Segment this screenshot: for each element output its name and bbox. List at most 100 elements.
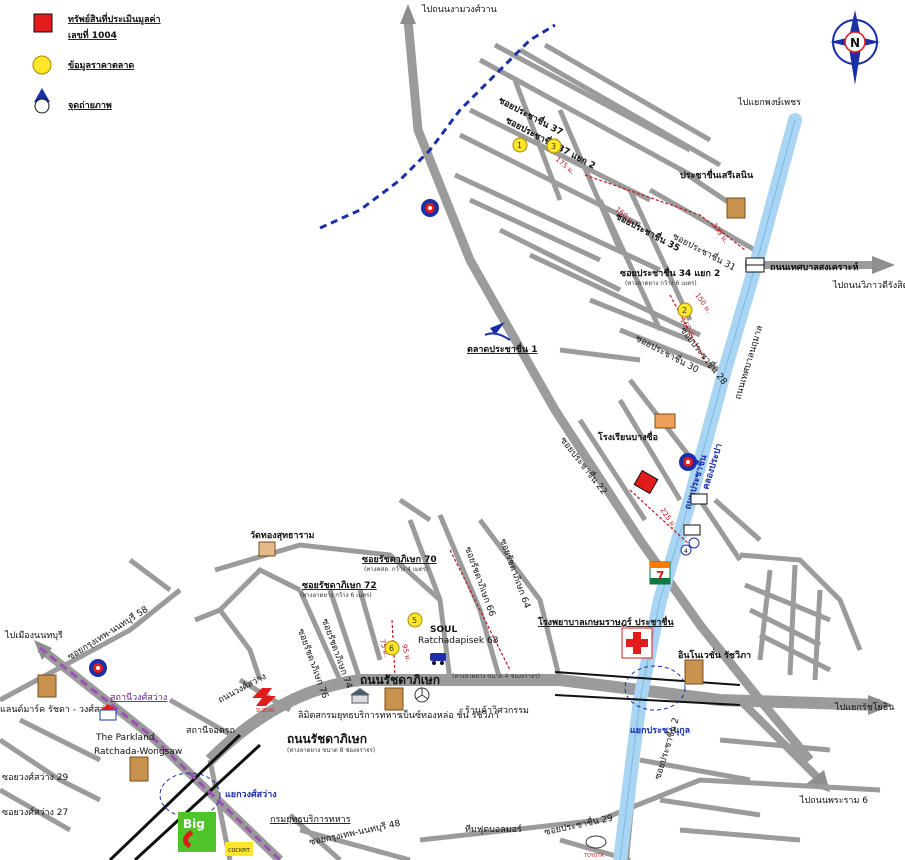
mercedes-icon <box>414 687 430 703</box>
distance-8: 95 ม. <box>400 643 412 662</box>
label-to-nonthaburi: ไปเมืองนนทบุรี <box>4 630 63 641</box>
label-soi-ratchada-70-sub: (ทางคสล. กว้าง 4 เมตร) <box>364 566 428 573</box>
dashed-boundary <box>319 23 556 230</box>
toyota-logo: TOYOTA <box>583 835 607 859</box>
label-wongsawang-soi: ซอยกรุงเทพ-นนทบุรี 58 <box>66 604 151 663</box>
arrow-to-sutthisan <box>868 695 893 715</box>
svg-text:6: 6 <box>389 644 394 653</box>
market-points[interactable]: 1 3 2 5 6 <box>384 137 693 656</box>
label-soul-2: Ratchadapisek 68 <box>418 636 499 646</box>
svg-text:Big: Big <box>183 817 205 831</box>
ratchadaphisek-highway-lower <box>554 694 741 706</box>
car-icon <box>430 653 446 665</box>
label-soi-ratchada-72: ซอยรัชดาภิเษก 72 <box>302 580 377 591</box>
intersection-wongsawang <box>159 772 221 818</box>
photo-point-icon: 4 <box>680 537 700 556</box>
train-station-icon <box>99 704 117 721</box>
legend-property-swatch <box>33 13 53 33</box>
market-point-2: 2 <box>677 302 693 318</box>
label-parkland-2: Ratchada-Wongsaw <box>94 747 182 757</box>
label-ratchada-road-sub: (ทางลาดยาง ขนาด 4 ช่องจราจร) <box>452 673 540 680</box>
arrow-to-ngamwongwan <box>400 4 416 24</box>
svg-text:5: 5 <box>412 616 417 625</box>
label-soccer: ทีมฟุตบอลมอร์ <box>465 823 522 835</box>
label-soi-22: ซอยประชาชื่น 22 <box>558 434 611 497</box>
label-army-dept: กรมยุทธบริการทหาร <box>270 814 351 825</box>
label-market-1: ตลาดประชาชื่น 1 <box>467 342 537 355</box>
rail-purple-line <box>39 646 282 860</box>
label-soi-ratchada-72-sub: (ทางลาดยาง กว้าง 6 เมตร) <box>300 592 372 599</box>
label-wongsawang-station: สถานีวงศ์สว่าง <box>110 691 167 703</box>
legend-market-swatch <box>32 55 52 75</box>
seven-eleven-icon: 7 <box>649 561 671 585</box>
label-hospital: โรงพยาบาลเกษมราษฎร์ ประชาชื่น <box>537 615 674 628</box>
compass-north-icon: N <box>830 10 880 85</box>
label-thesaban-songkhro: ถนนเทศบาลสงเคราะห์ <box>770 261 858 273</box>
label-wat: วัดทองสุทธาราม <box>250 530 314 541</box>
camera-point-icon <box>34 88 50 114</box>
label-soul-1: SOUL <box>430 625 457 635</box>
label-to-ngamwongwan: ไปถนนงามวงศ์วาน <box>421 3 497 15</box>
ratchadaphisek-highway-upper <box>554 671 741 686</box>
property-marker[interactable] <box>633 469 659 495</box>
market-point-6: 6 <box>384 640 400 656</box>
legend-property-label-1: ทรัพย์สินที่ประเมินมูลค่า <box>68 12 161 25</box>
legend-photo-label: จุดถ่ายภาพ <box>68 100 112 111</box>
label-soi-ratchada-64: ซอยรัชดาภิเษก 64 <box>497 537 533 610</box>
distance-5: 150 ม. <box>693 292 712 315</box>
svg-text:2: 2 <box>682 306 687 315</box>
label-wongsawang-soi-27: ซอยวงศ์สว่าง 27 <box>2 806 68 818</box>
label-military-office: ลิมิตสกรมยุทธบริการทหาร <box>298 710 402 721</box>
label-bang-sue-school: โรงเรียนบางซื่อ <box>597 430 658 443</box>
svg-text:4: 4 <box>684 548 688 555</box>
label-school: ประชาชื่นเสรีเลนิน <box>680 168 754 181</box>
label-condo: แลนด์มาร์ค รัชดา - วงศ์สว่าง <box>0 703 114 715</box>
distance-lines <box>391 174 746 676</box>
hospital-cross-icon <box>621 627 653 659</box>
label-ratchada-road-2: ถนนรัชดาภิเษก <box>287 732 367 746</box>
label-wongsawang-soi-29: ซอยวงศ์สว่าง 29 <box>2 771 69 783</box>
bridge-marker <box>683 257 765 536</box>
label-to-vibhavadi: ไปถนนวิภาวดีรังสิต <box>832 280 905 291</box>
legend-property-label-2: เลขที่ 1004 <box>68 28 117 41</box>
market-icon <box>484 322 511 341</box>
market-point-3: 3 <box>546 138 562 154</box>
big-c-logo: Big <box>178 812 216 852</box>
cockpit-logo: COCKPIT <box>225 842 253 856</box>
fuel-station-icon <box>89 199 697 677</box>
svg-text:1: 1 <box>517 141 522 150</box>
label-7eleven: อินโนเวชั่น รัชวิภา <box>677 648 751 661</box>
label-ratchaphruek: ร้านค้าวิศวกรรม <box>465 705 529 716</box>
label-soi-ratchada-70: ซอยรัชดาภิเษก 70 <box>362 554 437 565</box>
label-to-rama6: ไปถนนพระราม 6 <box>799 795 868 806</box>
road-network <box>0 4 895 860</box>
svg-text:SUZUKI: SUZUKI <box>256 708 275 714</box>
legend: ทรัพย์สินที่ประเมินมูลค่า เลขที่ 1004 ข้… <box>32 12 161 114</box>
expressway-left-1 <box>108 733 242 860</box>
label-prachanukul-intersection: แยกประชานุกูล <box>630 725 690 736</box>
label-ratchada-road: ถนนรัชดาภิเษก <box>360 673 440 687</box>
building-icon <box>37 197 746 782</box>
expressway-left-2 <box>133 743 262 860</box>
svg-text:COCKPIT: COCKPIT <box>228 848 251 854</box>
arrow-to-vibhavadi <box>872 256 895 274</box>
label-mercedes: เบ็นซ์ทองหล่อ ชั้น รัชวิภา <box>400 708 499 721</box>
label-soi-34-2: ซอยประชาชื่น 34 แยก 2 <box>620 266 720 279</box>
label-soi-34-2-sub: (ทางลาดยาง กว้าง 6 เมตร) <box>625 280 697 287</box>
label-parking: สถานีจอดรถ <box>186 725 235 736</box>
intersection-prachanukul <box>624 665 686 711</box>
market-point-1: 1 <box>512 137 528 153</box>
road-to-rama6 <box>737 697 823 783</box>
label-ratchada-road-2-sub: (ทางลาดยาง ขนาด 8 ช่องจราจร) <box>287 747 375 754</box>
legend-market-label: ข้อมูลราคาตลาด <box>68 60 134 71</box>
label-to-sutthisan: ไปแยกรัชโยธิน <box>834 702 894 713</box>
svg-text:3: 3 <box>551 142 556 151</box>
label-wongsawang-intersection: แยกวงศ์สว่าง <box>225 788 277 800</box>
compass-letter: N <box>850 36 860 50</box>
temple-icon <box>350 688 370 704</box>
label-to-phongphet: ไปแยกพงษ์เพชร <box>737 96 801 108</box>
suzuki-icon: SUZUKI <box>252 688 276 714</box>
svg-text:TOYOTA: TOYOTA <box>583 853 604 859</box>
label-parkland-1: The Parkland <box>95 733 154 743</box>
